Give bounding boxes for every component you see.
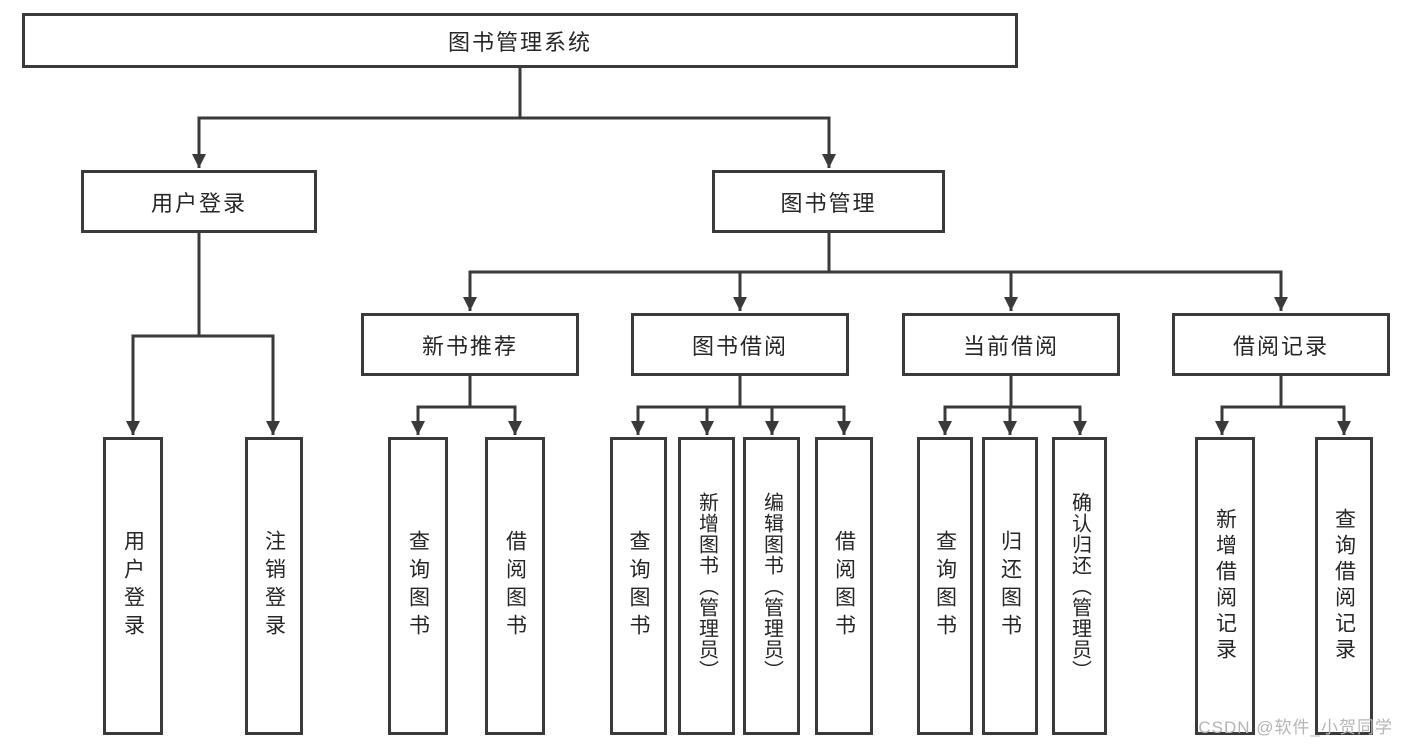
leaf-add-borrow-record: 新增借阅记录: [1195, 437, 1255, 735]
csdn-watermark: CSDN @软件_小贺同学: [1198, 718, 1393, 737]
connector-book-borrow-bus: [636, 376, 846, 409]
node-borrow-records-label: 借阅记录: [1232, 333, 1329, 359]
node-current-borrow-label: 当前借阅: [962, 333, 1059, 359]
node-user-login-label: 用户登录: [150, 190, 247, 216]
leaf-query-borrow-record-label: 查询借阅记录: [1332, 508, 1356, 664]
leaf-add-books-admin: 新增图书（管理员）: [678, 437, 735, 735]
leaf-confirm-return-admin-label: 确认归还（管理员）: [1068, 491, 1091, 681]
leaf-return-books-label: 归还图书: [998, 530, 1022, 642]
connector-root-bus: [197, 68, 831, 120]
leaf-newbooks-borrow-books: 借阅图书: [485, 437, 545, 735]
node-root: 图书管理系统: [22, 13, 1018, 68]
leaf-return-books: 归还图书: [982, 437, 1038, 735]
leaf-newbooks-query-books: 查询图书: [388, 437, 448, 735]
leaf-edit-books-admin-label: 编辑图书（管理员）: [760, 491, 783, 681]
leaf-current-query-books-label: 查询图书: [933, 530, 957, 642]
leaf-current-query-books: 查询图书: [917, 437, 973, 735]
node-book-management: 图书管理: [712, 170, 945, 233]
leaf-borrow-query-books-label: 查询图书: [627, 530, 650, 642]
leaf-confirm-return-admin: 确认归还（管理员）: [1052, 437, 1107, 735]
node-book-borrow-label: 图书借阅: [691, 333, 788, 359]
node-borrow-records: 借阅记录: [1172, 313, 1390, 376]
connector-new-books-bus: [416, 376, 517, 409]
connector-current-borrow-bus: [943, 376, 1082, 409]
connector-borrow-records-bus: [1220, 376, 1346, 409]
leaf-borrow-borrow-books-label: 借阅图书: [832, 530, 856, 642]
node-new-book-recommend-label: 新书推荐: [421, 333, 518, 359]
leaf-user-login-label: 用户登录: [121, 530, 145, 642]
leaf-add-books-admin-label: 新增图书（管理员）: [695, 491, 718, 681]
connector-book-mgmt-bus: [468, 233, 1283, 274]
leaf-borrow-borrow-books: 借阅图书: [815, 437, 873, 735]
leaf-edit-books-admin: 编辑图书（管理员）: [743, 437, 800, 735]
node-new-book-recommend: 新书推荐: [361, 313, 579, 376]
leaf-add-borrow-record-label: 新增借阅记录: [1213, 508, 1237, 664]
node-book-management-label: 图书管理: [780, 190, 877, 216]
node-current-borrow: 当前借阅: [902, 313, 1120, 376]
leaf-query-borrow-record: 查询借阅记录: [1315, 437, 1373, 735]
leaf-borrow-query-books: 查询图书: [610, 437, 667, 735]
connector-user-login-bus: [131, 233, 275, 338]
leaf-newbooks-borrow-books-label: 借阅图书: [503, 530, 527, 642]
leaf-newbooks-query-books-label: 查询图书: [406, 530, 430, 642]
node-root-label: 图书管理系统: [447, 29, 592, 55]
node-book-borrow: 图书借阅: [631, 313, 849, 376]
leaf-user-login: 用户登录: [103, 437, 163, 735]
leaf-logout-label: 注销登录: [262, 530, 286, 642]
node-user-login: 用户登录: [81, 170, 317, 233]
leaf-logout: 注销登录: [245, 437, 303, 735]
